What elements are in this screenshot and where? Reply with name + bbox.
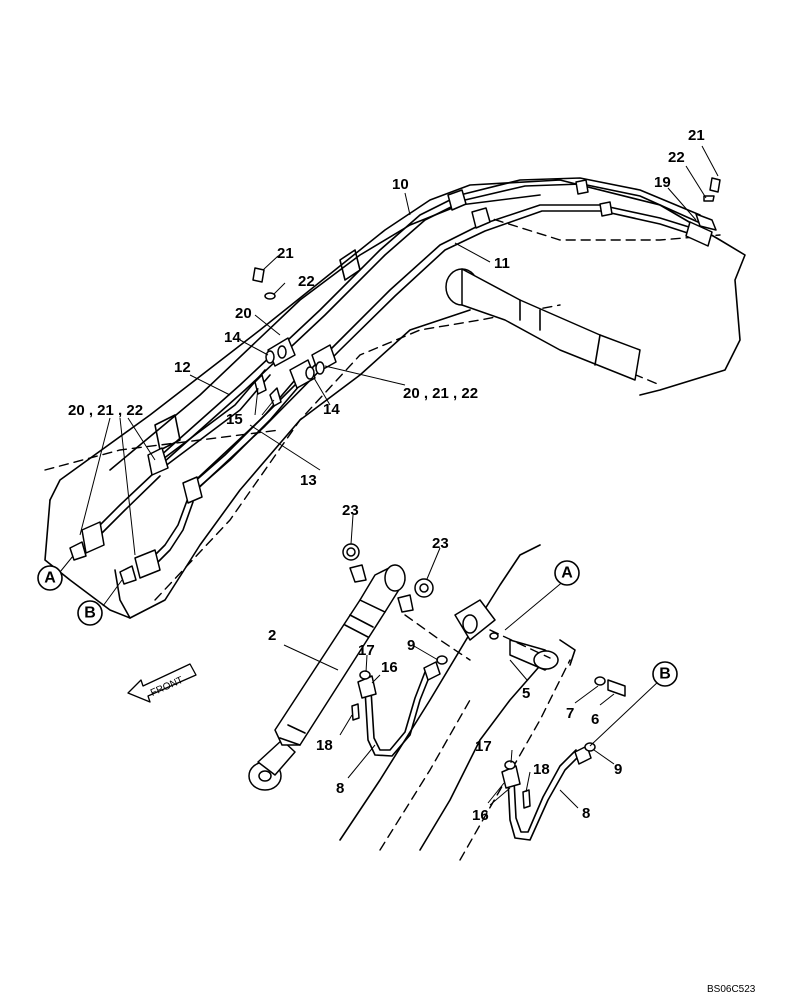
callout-b-right: B — [652, 661, 678, 687]
label-23-right: 23 — [432, 535, 449, 552]
label-20: 20 — [235, 305, 252, 322]
callout-b-left: B — [77, 600, 103, 626]
label-10: 10 — [392, 176, 409, 193]
callout-letter: A — [561, 565, 573, 582]
label-9-right: 9 — [614, 761, 622, 778]
label-20-21-22-right: 20 , 21 , 22 — [403, 385, 478, 402]
label-11: 11 — [494, 255, 510, 272]
label-18-right: 18 — [533, 761, 550, 778]
label-22-top: 22 — [668, 149, 685, 166]
label-17-upper: 17 — [358, 642, 375, 659]
label-21-top: 21 — [688, 127, 705, 144]
label-12: 12 — [174, 359, 191, 376]
label-17-lower: 17 — [475, 738, 492, 755]
label-7: 7 — [566, 705, 574, 722]
arm-cylinder — [248, 543, 471, 791]
label-8-left: 8 — [336, 780, 344, 797]
pipes-12-13 — [84, 369, 301, 566]
hoses — [351, 655, 596, 841]
callout-a-left: A — [37, 565, 63, 591]
callout-letter: B — [84, 605, 96, 622]
arm-structure — [339, 544, 626, 861]
pipe-clamps — [69, 177, 721, 585]
part-labels: 21 22 19 10 11 21 22 20 14 12 20 , 21 , … — [68, 127, 705, 824]
label-20-21-22-left: 20 , 21 , 22 — [68, 402, 143, 419]
label-8-right: 8 — [582, 805, 590, 822]
drawing-code: BS06C523 — [707, 984, 756, 995]
label-16-upper: 16 — [381, 659, 398, 676]
label-21-mid: 21 — [277, 245, 294, 262]
label-14-right: 14 — [323, 401, 340, 418]
callout-a-right: A — [554, 560, 580, 586]
leader-lines — [59, 145, 719, 809]
callout-letter: A — [44, 570, 56, 587]
label-14-left: 14 — [224, 329, 241, 346]
label-9-upper: 9 — [407, 637, 415, 654]
label-15: 15 — [226, 411, 243, 428]
label-5: 5 — [522, 685, 530, 702]
label-19: 19 — [654, 174, 671, 191]
label-22-mid: 22 — [298, 273, 315, 290]
label-6: 6 — [591, 711, 599, 728]
label-23-left: 23 — [342, 502, 359, 519]
label-2: 2 — [268, 627, 276, 644]
label-16-lower: 16 — [472, 807, 489, 824]
label-13: 13 — [300, 472, 317, 489]
callout-letter: B — [659, 666, 671, 683]
front-direction-arrow: FRONT — [127, 663, 197, 703]
label-18-left: 18 — [316, 737, 333, 754]
